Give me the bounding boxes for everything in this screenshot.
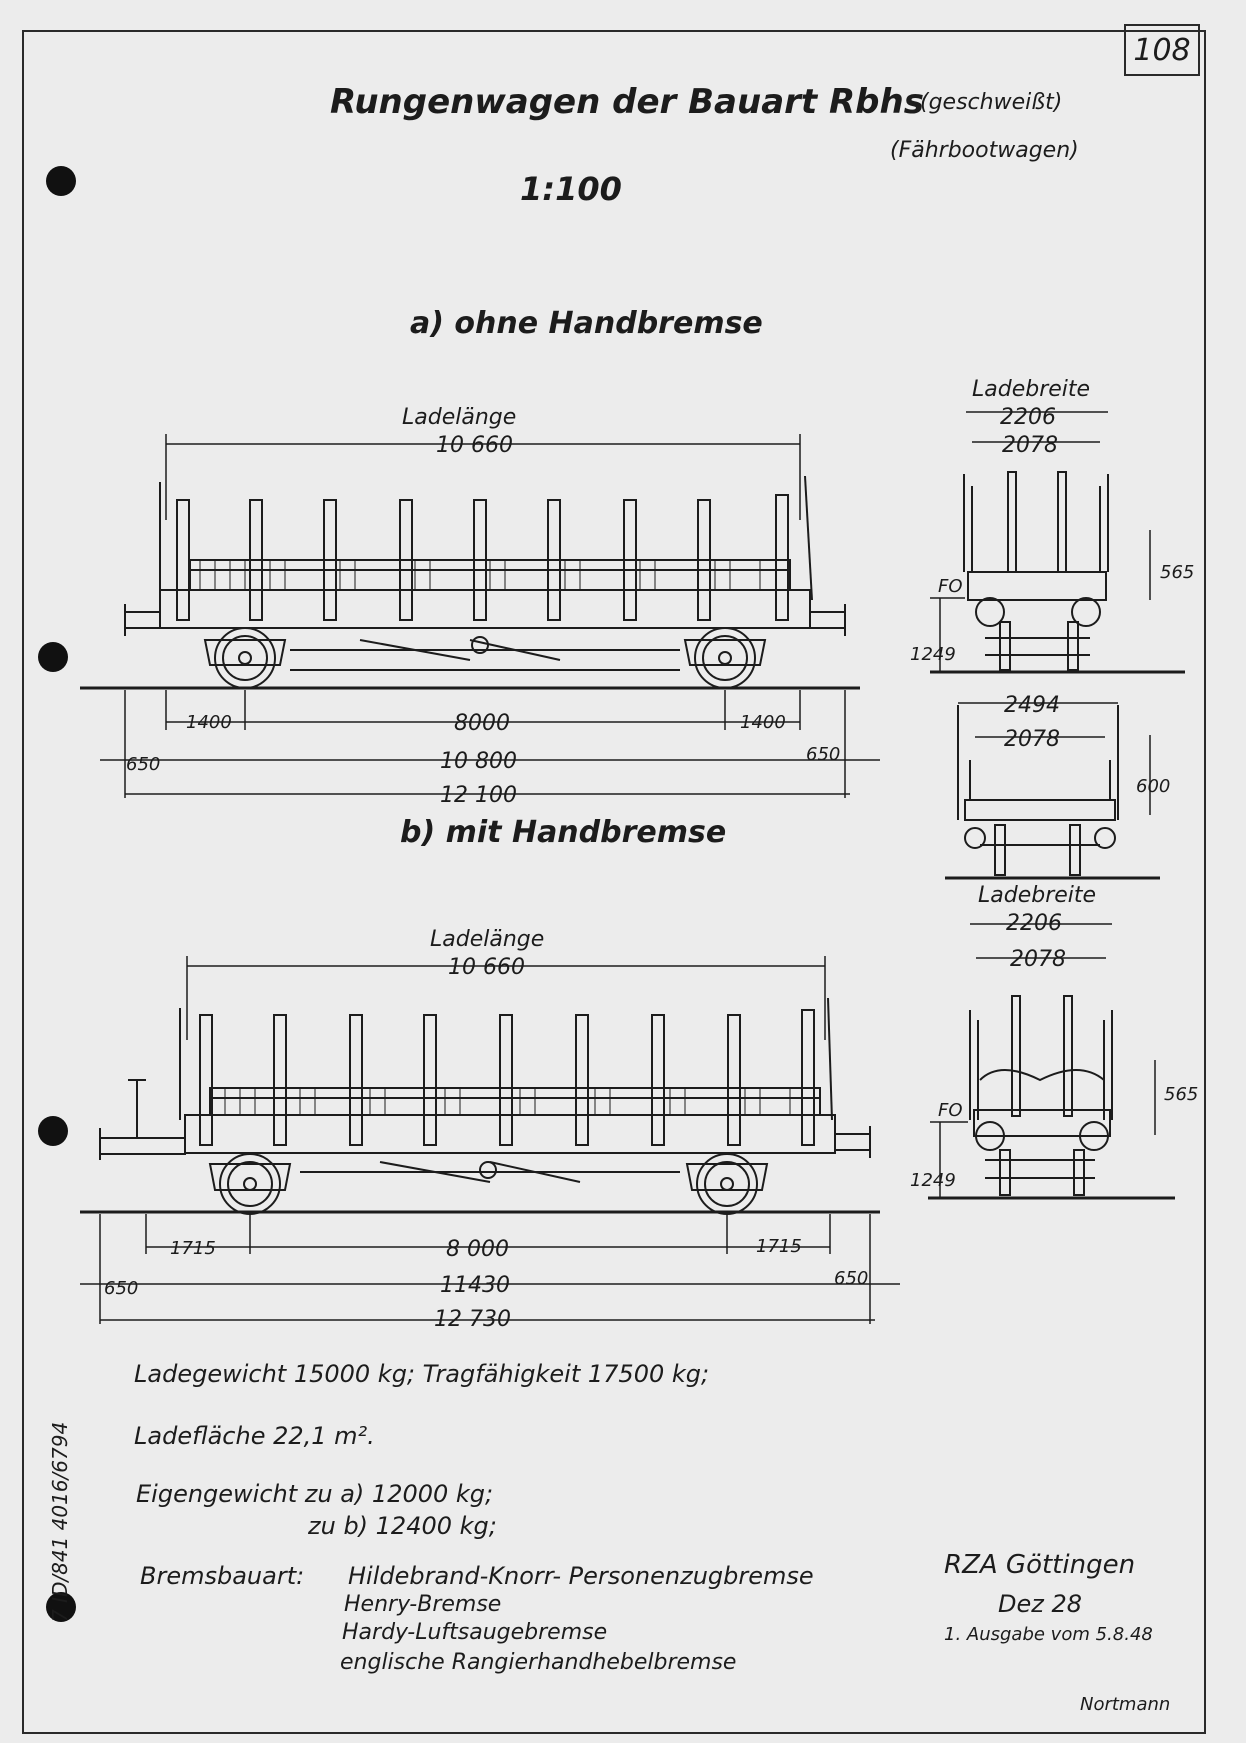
- a-dim-650-left: 650: [126, 754, 160, 775]
- a-dim-10800: 10 800: [440, 749, 517, 774]
- b-dim-650-left: 650: [104, 1278, 138, 1299]
- wagon-b-end-view: [928, 995, 1175, 1200]
- a-dim-12100: 12 100: [440, 783, 517, 808]
- b-dim-8000: 8 000: [446, 1237, 509, 1262]
- mid-height-600: 600: [1136, 776, 1170, 797]
- a-width-outer: 2206: [1000, 405, 1056, 430]
- brake-item: Hildebrand-Knorr- Personenzugbremse: [348, 1562, 814, 1590]
- page-number: 108: [1124, 24, 1200, 76]
- a-dim-1400-left: 1400: [186, 712, 232, 733]
- b-height-565: 565: [1164, 1084, 1198, 1105]
- spec-bremsbauart-label: Bremsbauart:: [140, 1562, 305, 1590]
- b-dim-1715-left: 1715: [170, 1238, 216, 1259]
- b-dim-650-right: 650: [834, 1268, 868, 1289]
- a-dim-8000: 8000: [454, 711, 510, 736]
- brake-item: Henry-Bremse: [344, 1592, 502, 1617]
- section-b-heading: b) mit Handbremse: [400, 815, 727, 850]
- b-dim-11430: 11430: [440, 1273, 510, 1298]
- b-ladelaenge-label: Ladelänge: [430, 927, 544, 952]
- subtitle-note: (Fährbootwagen): [890, 138, 1079, 163]
- a-dim-1400-right: 1400: [740, 712, 786, 733]
- wagon-a-dimension-lines: [100, 434, 880, 798]
- punch-hole: [38, 642, 68, 672]
- a-fo-label: FO: [938, 576, 963, 597]
- wagon-a-end-view: [930, 471, 1185, 674]
- scale-label: 1:100: [520, 170, 622, 208]
- a-width-inner: 2078: [1002, 433, 1058, 458]
- b-ladebreite-label: Ladebreite: [978, 883, 1096, 908]
- section-a-heading: a) ohne Handbremse: [410, 306, 763, 341]
- mid-width-inner: 2078: [1004, 727, 1060, 752]
- b-dim-1715-right: 1715: [756, 1236, 802, 1257]
- punch-hole: [38, 1116, 68, 1146]
- signature: Nortmann: [1080, 1694, 1171, 1715]
- b-width-inner: 2078: [1010, 947, 1066, 972]
- issuer-edition: 1. Ausgabe vom 5.8.48: [944, 1624, 1153, 1645]
- a-dim-650-right: 650: [806, 744, 840, 765]
- title-note: (geschweißt): [920, 90, 1063, 115]
- spec-eigengewicht-b: zu b) 12400 kg;: [308, 1512, 497, 1540]
- spec-ladeflaeche: Ladefläche 22,1 m².: [134, 1422, 375, 1450]
- spec-ladegewicht: Ladegewicht 15000 kg; Tragfähigkeit 1750…: [134, 1360, 710, 1388]
- b-width-outer: 2206: [1006, 911, 1062, 936]
- drawing-frame: [22, 30, 1206, 1734]
- b-fo-label: FO: [938, 1100, 963, 1121]
- issuer-date: Dez 28: [998, 1590, 1083, 1618]
- b-ladelaenge-value: 10 660: [448, 955, 525, 980]
- a-ladelaenge-label: Ladelänge: [402, 405, 516, 430]
- brake-item: Hardy-Luftsaugebremse: [342, 1620, 608, 1645]
- drawing-title: Rungenwagen der Bauart Rbhs: [330, 82, 924, 122]
- wagon-b-side-view: [80, 997, 880, 1215]
- punch-hole: [46, 166, 76, 196]
- mid-width-outer: 2494: [1004, 693, 1060, 718]
- a-height-1249: 1249: [910, 644, 956, 665]
- brake-item: englische Rangierhandhebelbremse: [340, 1650, 737, 1675]
- middle-end-view: [945, 705, 1160, 880]
- b-height-1249: 1249: [910, 1170, 956, 1191]
- a-height-565: 565: [1160, 562, 1194, 583]
- spec-eigengewicht-a: Eigengewicht zu a) 12000 kg;: [136, 1480, 494, 1508]
- a-ladebreite-label: Ladebreite: [972, 377, 1090, 402]
- issuer-office: RZA Göttingen: [944, 1550, 1136, 1580]
- wagon-a-side-view: [80, 475, 860, 690]
- a-ladelaenge-value: 10 660: [436, 433, 513, 458]
- b-dim-12730: 12 730: [434, 1307, 511, 1332]
- margin-archive-note: 7 ID/841 4016/6794: [48, 1421, 72, 1622]
- wagon-b-dimension-lines: [80, 956, 900, 1324]
- punch-hole: [46, 1592, 76, 1622]
